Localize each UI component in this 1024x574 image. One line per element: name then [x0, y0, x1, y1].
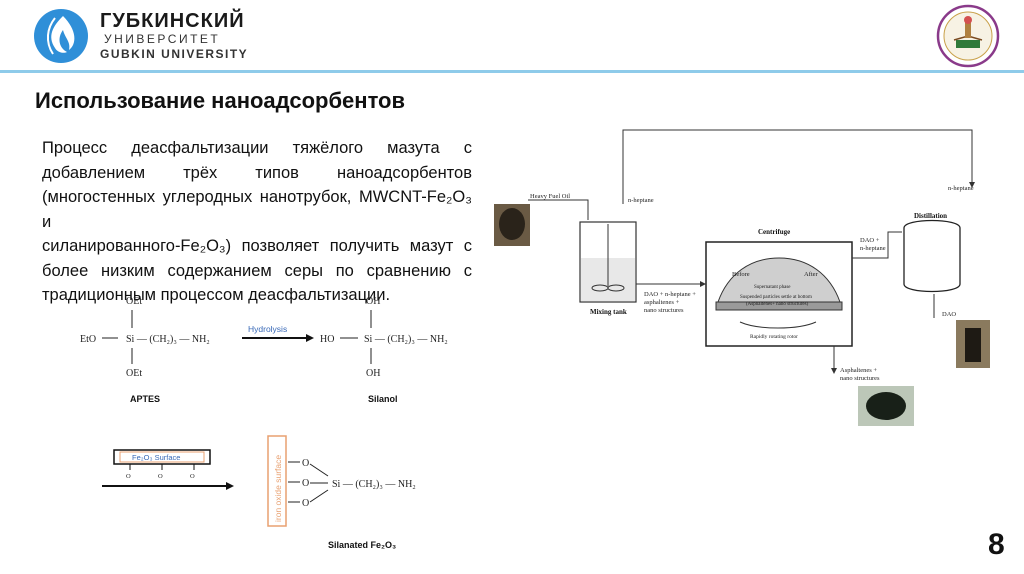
suspended-label2: (Asphaltenes+ nano structures) — [746, 302, 809, 307]
bond-line — [309, 489, 329, 503]
n-heptane-right-label: n-heptane — [948, 185, 974, 192]
dao-bottle-icon — [965, 328, 981, 362]
silanated-o: O — [302, 498, 309, 509]
paragraph-line: Процесс деасфальтизации тяжёлого мазута … — [42, 139, 472, 157]
surface-o: O — [190, 473, 195, 480]
surface-o: O — [158, 473, 163, 480]
silanated-name: Silanated Fe₂O₃ — [328, 540, 396, 550]
emblem — [936, 4, 1000, 68]
arrow-head-icon — [700, 281, 706, 287]
reactant-chain: Si — (CH₂)₃ — NH₂ — [126, 334, 210, 345]
stream-label: asphaltenes + — [644, 299, 680, 306]
silanated-o: O — [302, 478, 309, 489]
surface-label: Fe₂O₃ Surface — [132, 453, 180, 462]
oxide-surface-bar — [267, 435, 287, 527]
heavy-fuel-oil-label: Heavy Fuel Oil — [530, 193, 570, 200]
silanization-scheme: OEt EtO Si — (CH₂)₃ — NH₂ OEt APTES Hydr… — [80, 296, 448, 550]
rotation-arrow-icon — [739, 321, 817, 329]
mixing-tank-label: Mixing tank — [590, 308, 627, 316]
paragraph-line: (многостенных углеродных нанотрубок, MWC… — [42, 188, 472, 231]
dao-line — [852, 231, 902, 259]
arrow-head-icon — [831, 368, 837, 374]
before-label: Before — [732, 271, 750, 278]
university-name: ГУБКИНСКИЙ УНИВЕРСИТЕТ GUBKIN UNIVERSITY — [100, 10, 248, 61]
university-logo — [33, 8, 89, 64]
suspended-label: Suspended particles settle at bottom — [740, 295, 812, 300]
hydrolysis-label: Hydrolysis — [248, 324, 287, 334]
recycle-line — [622, 129, 973, 204]
silanated-o: O — [302, 458, 309, 469]
page-number: 8 — [988, 528, 1005, 561]
centrifuge-rotor — [717, 257, 841, 303]
surface-inner — [119, 451, 205, 463]
bond-line — [309, 463, 329, 477]
dao-label: DAO + — [860, 237, 880, 244]
arrow-head-icon — [226, 482, 234, 490]
after-label: After — [804, 271, 819, 278]
reactant-bottom-group: OEt — [126, 368, 142, 379]
reactant-left-group: EtO — [80, 334, 96, 345]
product-name: Silanol — [368, 394, 398, 404]
stirrer-blade-icon — [607, 284, 625, 292]
slide-title: Использование наноадсорбентов — [35, 88, 406, 113]
product-chain: Si — (CH₂)₃ — NH₂ — [364, 334, 448, 345]
distillation-label: Distillation — [914, 212, 947, 220]
surface-o: O — [126, 473, 131, 480]
supernatant-label: Supernatant phase — [754, 285, 791, 290]
paragraph-line: традиционным процессом деасфальтизации. — [42, 286, 391, 304]
arrow-head-icon — [306, 334, 314, 342]
dao-out-label: DAO — [942, 311, 956, 318]
product-left-group: HO — [320, 334, 334, 345]
paragraph-line: добавлением трёх типов наноадсорбентов — [42, 163, 472, 182]
org-line3: GUBKIN UNIVERSITY — [100, 47, 249, 61]
reactant-top-group: OEt — [126, 296, 142, 307]
rotor-label: Rapidly rotating rotor — [750, 334, 798, 340]
description-paragraph: Процесс деасфальтизации тяжёлого мазута … — [42, 136, 472, 308]
distillation-column — [903, 219, 961, 293]
asphaltenes-label: Asphaltenes + — [840, 367, 877, 374]
emblem-seal-icon — [936, 4, 1000, 68]
centrifuge-base — [715, 301, 843, 311]
process-diagram: n-heptane Heavy Fuel Oil Mixing tank DAO… — [494, 129, 990, 426]
product-top-group: OH — [366, 296, 380, 307]
org-line2: УНИВЕРСИТЕТ — [104, 32, 221, 46]
asphaltenes-pile-icon — [866, 392, 906, 420]
org-line1: ГУБКИНСКИЙ — [100, 10, 245, 32]
surface-hooks — [129, 464, 195, 470]
stream-label: nano structures — [644, 307, 684, 314]
feed-line — [528, 199, 589, 220]
asphaltenes-label2: nano structures — [840, 375, 880, 382]
paragraph-line: силанированного-Fe₂O₃) позволяет получит… — [42, 237, 472, 255]
flame-logo-icon — [34, 9, 88, 63]
paragraph-line: более низким содержанием серы по сравнен… — [42, 261, 472, 280]
oil-jar-icon — [499, 208, 525, 240]
product-bottom-group: OH — [366, 368, 380, 379]
dao-label2: n-heptane — [860, 245, 886, 252]
centrifuge-label: Centrifuge — [758, 228, 790, 236]
stream-label: DAO + n-heptane + — [644, 291, 696, 298]
reactant-name: APTES — [130, 394, 160, 404]
header-divider — [0, 70, 1024, 73]
oxide-surface-label: iron oxide surface — [273, 455, 283, 522]
n-heptane-top-label: n-heptane — [628, 197, 654, 204]
arrow-head-icon — [969, 182, 975, 188]
silanated-chain: Si — (CH₂)₃ — NH₂ — [332, 479, 416, 490]
